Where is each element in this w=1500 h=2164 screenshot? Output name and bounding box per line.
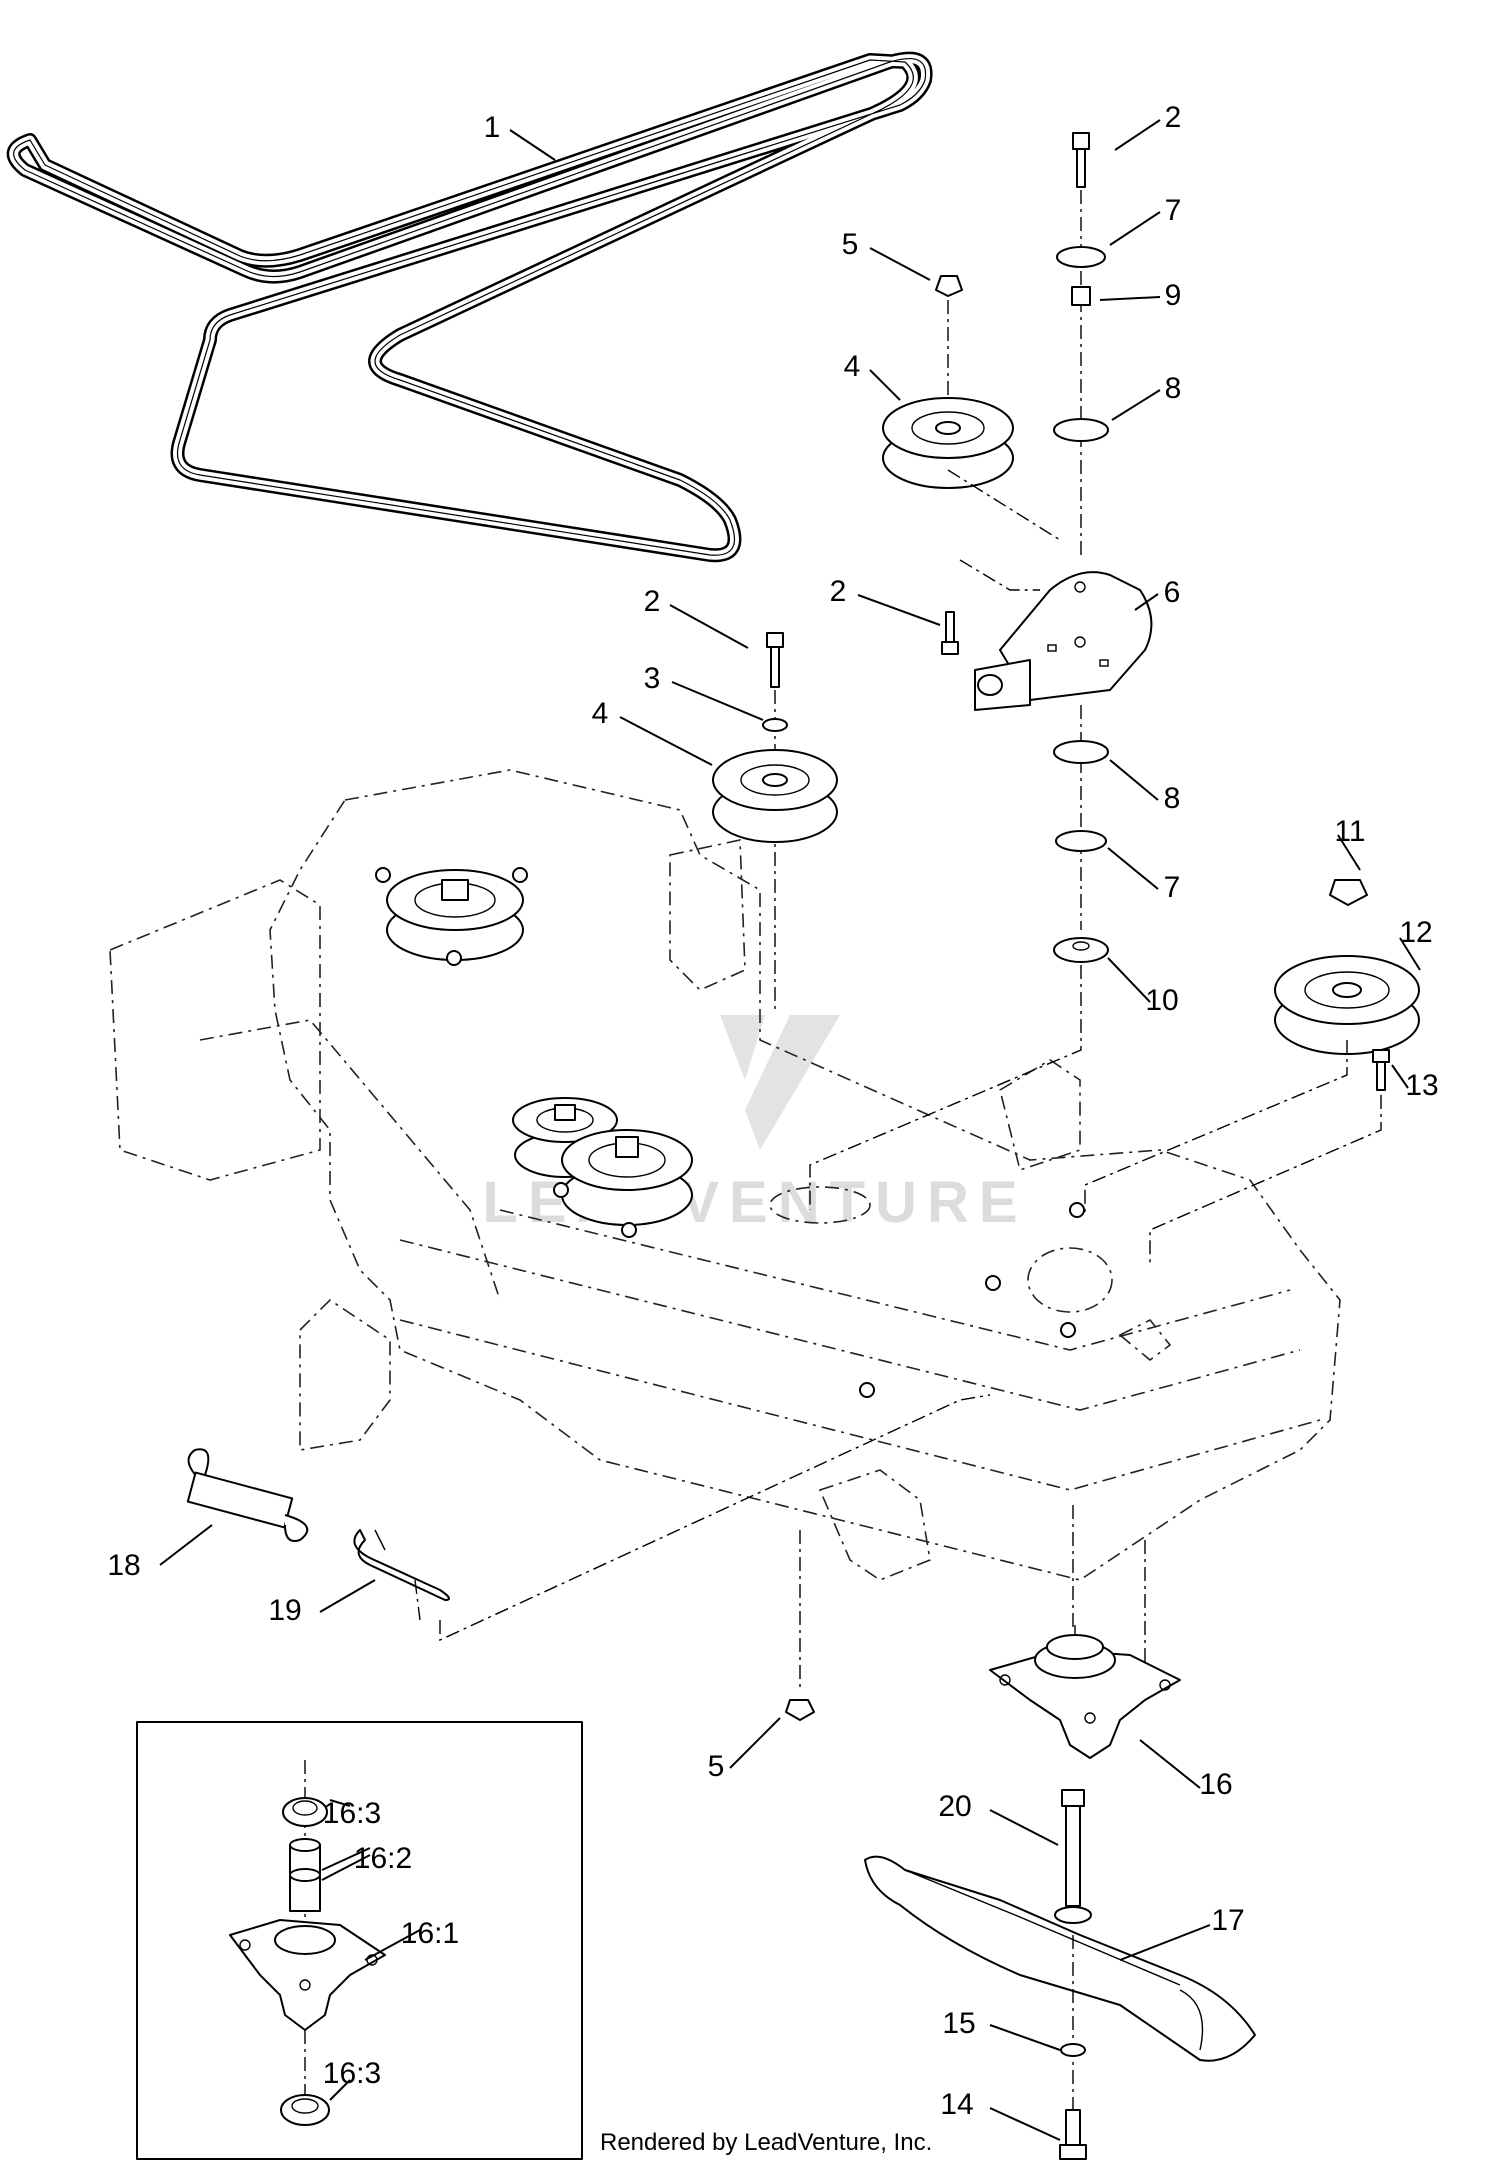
part-4-idler-pulley-top: [882, 397, 1014, 489]
callout-1: 1: [484, 111, 501, 144]
part-16-spindle: [989, 1625, 1181, 1759]
deck-pulley-left: [386, 869, 524, 961]
inset-housing: [229, 1919, 386, 2031]
inset-spindle-exploded: [136, 1721, 583, 2160]
drive-belt: [6, 51, 933, 563]
inset-bearing-top: [282, 1797, 328, 1827]
callout-6: 6: [1164, 576, 1181, 609]
callout-15: 15: [942, 2007, 975, 2040]
callout-5: 5: [708, 1750, 725, 1783]
part-12-pulley: [1274, 955, 1420, 1055]
callout-13: 13: [1405, 1069, 1438, 1102]
inset-bearing-bottom: [280, 2094, 330, 2126]
callout-8: 8: [1165, 372, 1182, 405]
footer-credit: Rendered by LeadVenture, Inc.: [600, 2129, 932, 2156]
callout-14: 14: [940, 2088, 973, 2121]
deck-pulleys: [375, 867, 1085, 1398]
callout-18: 18: [107, 1549, 140, 1582]
callout-11: 11: [1334, 815, 1365, 848]
deck-pulley-front: [561, 1129, 693, 1226]
part-10-spacer: [1053, 937, 1109, 963]
part-3-washer: [762, 718, 788, 732]
callout-2: 2: [644, 585, 661, 618]
leader-lines: [159, 119, 1421, 2141]
part-7-washer: [1056, 246, 1106, 268]
callout-4: 4: [844, 350, 861, 383]
mower-deck: [109, 769, 1341, 1581]
callout-7: 7: [1164, 871, 1181, 904]
part-19-cotter-pin: [353, 1529, 450, 1601]
inset-bushing-lower: [289, 1868, 321, 1912]
part-2-bolt-middle: [941, 611, 959, 655]
callout-17: 17: [1211, 1904, 1244, 1937]
callout-16-2: 16:2: [354, 1842, 412, 1875]
callout-4: 4: [592, 697, 609, 730]
callout-16: 16: [1199, 1768, 1232, 1801]
part-20-spindle-shaft: [1054, 1789, 1092, 1924]
callout-5: 5: [842, 228, 859, 261]
callout-16-3: 16:3: [323, 1797, 381, 1830]
part-14-bolt: [1059, 2109, 1087, 2160]
part-5-nut-lower: [785, 1699, 815, 1721]
part-18-spring: [186, 1448, 309, 1542]
callout-3: 3: [644, 662, 661, 695]
callout-8: 8: [1164, 782, 1181, 815]
callout-2: 2: [1165, 101, 1182, 134]
part-6-idler-arm: [974, 571, 1153, 711]
part-17-blade: [864, 1855, 1256, 2062]
part-13-bolt: [1372, 1049, 1390, 1091]
part-2-bolt-top: [1072, 132, 1090, 188]
callout-12: 12: [1399, 916, 1432, 949]
part-8-washer: [1053, 418, 1109, 442]
callout-16-1: 16:1: [401, 1917, 459, 1950]
part-2-bolt-left: [766, 632, 784, 688]
callout-10: 10: [1145, 984, 1178, 1017]
part-4-idler-pulley-left: [712, 749, 838, 843]
part-11-nut: [1329, 879, 1368, 906]
part-7-washer-lower: [1055, 830, 1107, 852]
callout-20: 20: [938, 1790, 971, 1823]
callout-16-3: 16:3: [323, 2057, 381, 2090]
part-15-washer: [1060, 2043, 1086, 2057]
callout-7: 7: [1165, 194, 1182, 227]
part-5-nut-top: [935, 275, 963, 297]
callout-9: 9: [1165, 279, 1182, 312]
part-8-washer-lower: [1053, 740, 1109, 764]
callout-19: 19: [268, 1594, 301, 1627]
part-9-spacer: [1071, 286, 1091, 306]
callout-2: 2: [830, 575, 847, 608]
